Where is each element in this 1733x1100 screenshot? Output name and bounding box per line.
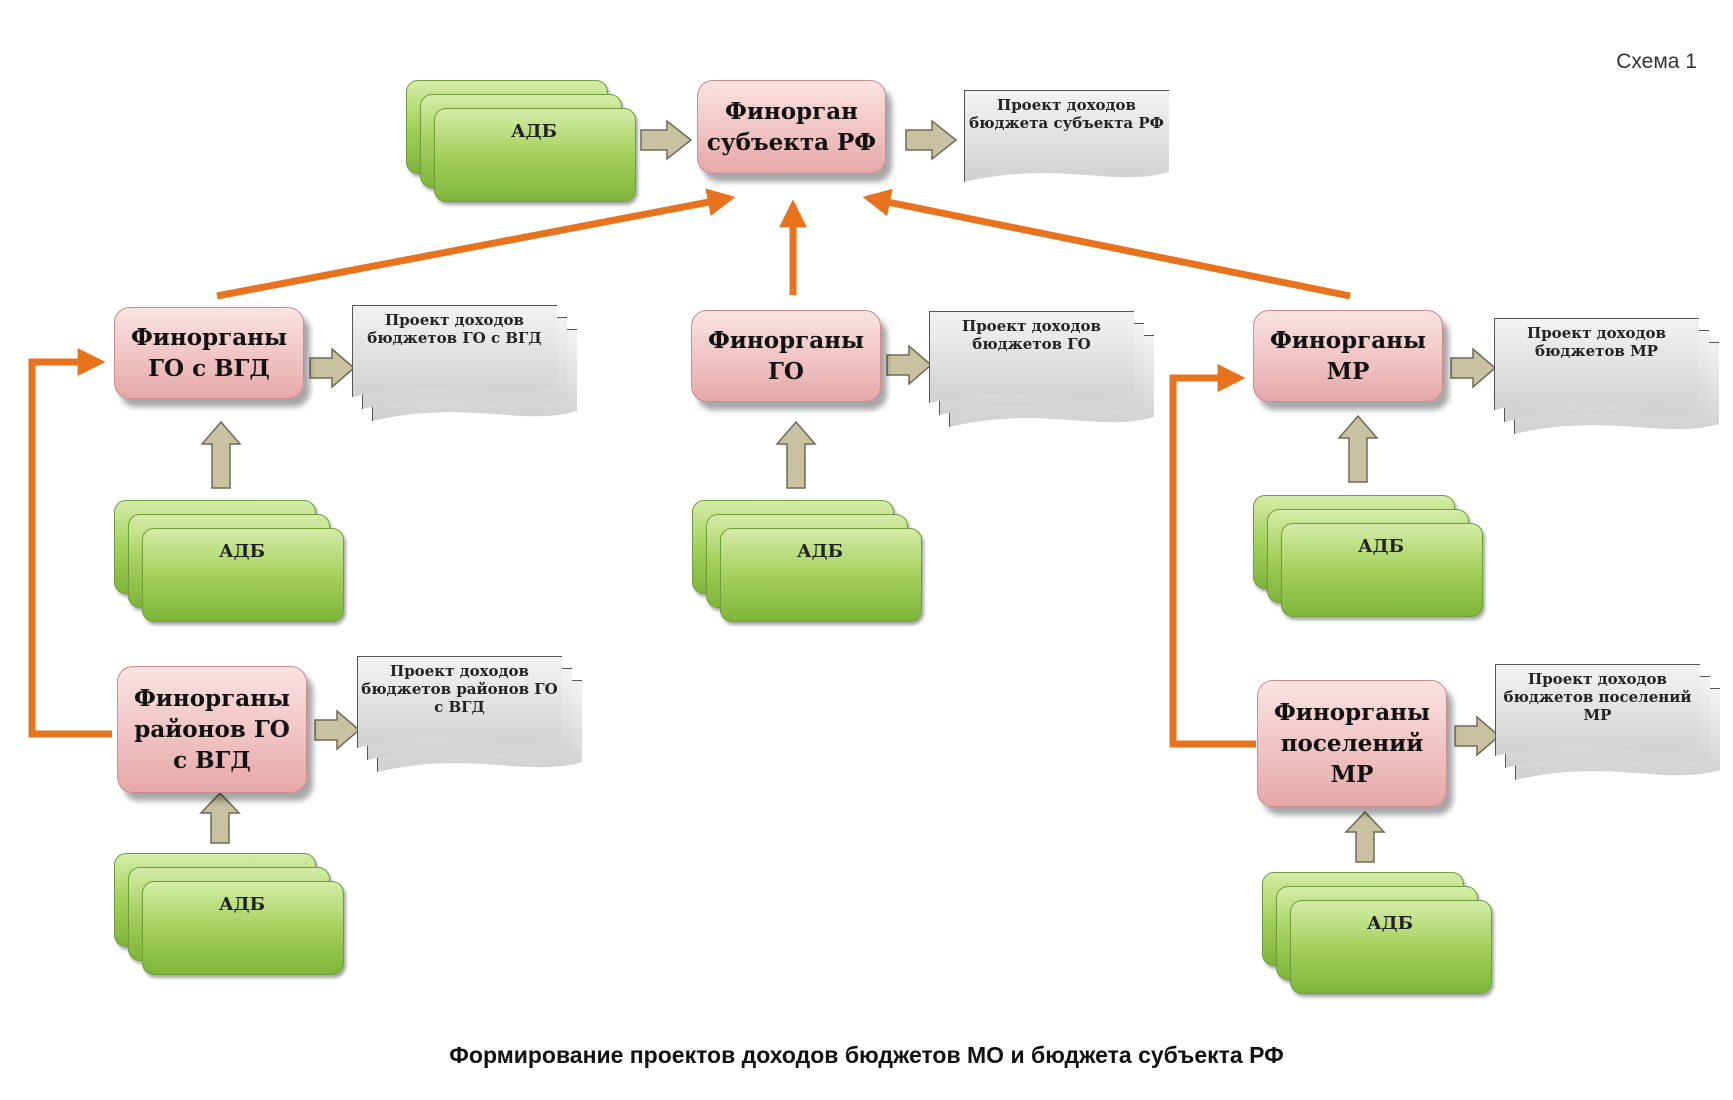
adb-label: АДБ xyxy=(796,540,844,562)
output-arrow-go-to-doc xyxy=(886,344,933,386)
doc-subject-text: Проект доходов бюджета субъекта РФ xyxy=(969,96,1164,132)
output-arrow-poselen-to-doc xyxy=(1454,715,1501,757)
fin-poselen-box: Финорганы поселений МР xyxy=(1257,680,1447,807)
fin-rayon-box: Финорганы районов ГО с ВГД xyxy=(117,666,307,793)
diagram-caption: Формирование проектов доходов бюджетов М… xyxy=(449,1042,1284,1068)
flow-arrow-poselen-to-mr xyxy=(1169,364,1256,748)
adb-label: АДБ xyxy=(1366,912,1414,934)
adb-label: АДБ xyxy=(218,893,266,915)
fin-subject-box: Финорган субъекта РФ xyxy=(697,80,886,174)
input-arrow-adb-to-mr xyxy=(1337,414,1379,483)
doc-rayon-text: Проект доходов бюджетов районов ГО с ВГД xyxy=(361,662,558,716)
output-arrow-rayon-to-doc xyxy=(314,709,361,751)
adb-label: АДБ xyxy=(510,120,558,142)
input-arrow-adb-to-rayon xyxy=(199,791,241,844)
flow-arrow-go-vgd-to-subject xyxy=(216,188,736,300)
output-arrow-mr-to-doc xyxy=(1450,347,1497,389)
input-arrow-adb-to-poselen xyxy=(1344,810,1386,863)
output-arrow-subject-to-doc xyxy=(905,119,958,161)
adb-label: АДБ xyxy=(218,540,266,562)
fin-go-box: Финорганы ГО xyxy=(691,310,881,402)
fin-mr-box: Финорганы МР xyxy=(1253,310,1443,402)
scheme-label: Схема 1 xyxy=(1616,50,1697,73)
doc-go-text: Проект доходов бюджетов ГО xyxy=(962,317,1101,353)
doc-poselen-text: Проект доходов бюджетов поселений МР xyxy=(1503,670,1692,724)
flow-arrow-mr-to-subject xyxy=(862,188,1351,300)
adb-label: АДБ xyxy=(1357,535,1405,557)
input-arrow-adb-to-go-vgd xyxy=(200,420,242,489)
flow-arrow-rayon-to-go-vgd xyxy=(28,348,112,738)
input-arrow-adb-to-subject xyxy=(640,119,693,161)
doc-go-vgd-text: Проект доходов бюджетов ГО с ВГД xyxy=(367,311,542,347)
doc-mr-text: Проект доходов бюджетов МР xyxy=(1527,324,1666,360)
fin-go-vgd-box: Финорганы ГО с ВГД xyxy=(114,307,304,399)
input-arrow-adb-to-go xyxy=(775,420,817,489)
output-arrow-go-vgd-to-doc xyxy=(309,347,356,389)
